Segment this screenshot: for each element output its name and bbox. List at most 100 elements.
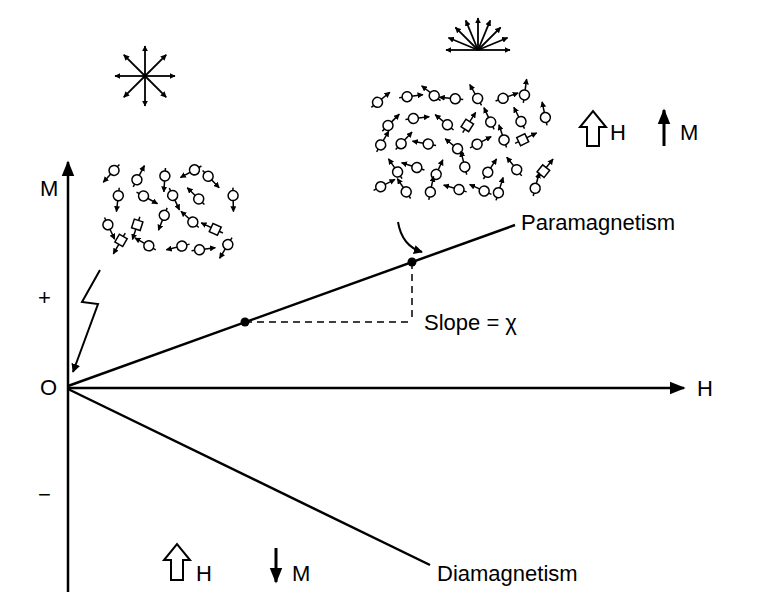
curved-pointer <box>398 222 422 252</box>
magnetization-arrow <box>663 110 666 146</box>
atom-circle <box>221 238 235 252</box>
atom-circle <box>194 244 205 255</box>
magnetic-moment <box>428 158 447 184</box>
magnetization-arrow <box>275 548 278 582</box>
sign-label: − <box>38 484 51 506</box>
magnetic-moment <box>100 161 124 185</box>
magnetic-moment <box>503 154 526 179</box>
magnetic-moment <box>442 135 467 158</box>
atom-circle <box>130 173 144 187</box>
magnetic-moment <box>456 150 471 176</box>
paramagnetism-line <box>68 225 515 386</box>
magnetic-moment <box>424 175 438 200</box>
atom-circle <box>519 89 530 100</box>
atom-circle <box>201 169 215 183</box>
orientation-ray <box>145 55 166 76</box>
magnetic-moment <box>199 219 225 237</box>
field-label: H <box>610 122 626 144</box>
atom-circle <box>424 186 436 198</box>
magnetic-moment <box>442 180 468 196</box>
magnetic-moment <box>128 215 144 241</box>
magnetic-moment <box>509 105 529 131</box>
atom-circle <box>370 95 384 109</box>
atom-circle <box>471 92 485 106</box>
orientation-symbols <box>115 18 510 106</box>
magnetic-moment <box>393 176 415 202</box>
magnetic-moment <box>400 158 426 175</box>
orientation-ray <box>124 55 145 76</box>
atom-circle <box>381 118 395 132</box>
slope-rise <box>411 262 413 322</box>
orientation-ray <box>144 76 146 106</box>
magnetic-moment <box>165 239 191 254</box>
magnetic-moment <box>392 129 416 153</box>
moment-arrow <box>538 159 553 178</box>
magnetic-moment <box>513 129 539 148</box>
sign-label: + <box>38 287 51 309</box>
atom-square <box>209 223 221 235</box>
orientation-ray <box>145 76 166 97</box>
orientation-star <box>446 18 510 50</box>
atom-circle <box>430 168 443 181</box>
atom-circle <box>176 240 188 252</box>
magnetic-moment <box>537 101 552 127</box>
magnetic-moment <box>419 82 444 105</box>
magnetic-moment <box>199 167 223 191</box>
atom-circle <box>492 186 505 199</box>
atom-circle <box>450 93 461 104</box>
magnetic-moment <box>479 105 498 131</box>
atom-circle <box>411 161 424 174</box>
atom-square <box>132 219 143 230</box>
lightning-pointer <box>73 270 100 372</box>
magnetic-moment <box>465 82 485 108</box>
orientation-ray <box>115 75 145 77</box>
magnetic-moment <box>518 78 531 103</box>
magnetic-moment <box>528 172 544 198</box>
atom-circle <box>498 134 511 147</box>
atom-circle <box>470 137 484 151</box>
magnetic-moment <box>228 188 239 212</box>
curve-label: Diamagnetism <box>437 563 578 585</box>
orientation-ray <box>124 76 145 97</box>
atom-circle <box>451 142 465 156</box>
curve-label: Paramagnetism <box>521 212 675 234</box>
axis-label: H <box>697 378 713 400</box>
atom-circle <box>228 191 238 201</box>
atom-circle <box>158 209 171 222</box>
atom-circle <box>402 91 413 102</box>
atom-circle <box>408 113 419 124</box>
magnetic-moment <box>405 112 430 125</box>
atom-circle <box>514 115 527 128</box>
magnetic-moment <box>479 156 500 182</box>
atom-circle <box>459 161 471 173</box>
magnetic-moment <box>384 156 406 181</box>
field-arrow <box>580 111 606 146</box>
magnetic-moment <box>412 136 437 150</box>
magnetic-moment <box>372 129 393 155</box>
magnetic-moment <box>459 110 480 135</box>
atom-circle <box>101 218 114 231</box>
atom-circle <box>440 118 454 132</box>
moment-clusters <box>100 78 557 260</box>
atom-circle <box>166 189 179 202</box>
atom-square <box>115 234 127 246</box>
magnetic-moment <box>184 184 208 208</box>
magnetic-moment <box>191 243 216 256</box>
orientation-star <box>115 46 175 106</box>
atom-circle <box>394 137 408 151</box>
field-arrow <box>164 544 190 580</box>
slope-run <box>245 321 412 323</box>
slope-point <box>408 258 417 267</box>
slope-label: Slope = χ <box>424 312 517 334</box>
orientation-ray <box>455 27 478 50</box>
slope-point <box>241 318 250 327</box>
atom-circle <box>160 171 171 182</box>
atom-circle <box>478 184 491 197</box>
magnetic-moment <box>111 187 124 212</box>
atom-circle <box>453 183 465 195</box>
magnetic-moment <box>494 88 520 105</box>
magnetization-label: M <box>680 122 698 144</box>
magnetic-moment <box>109 231 129 256</box>
atom-circle <box>497 92 510 105</box>
magnetic-moment <box>100 215 119 241</box>
